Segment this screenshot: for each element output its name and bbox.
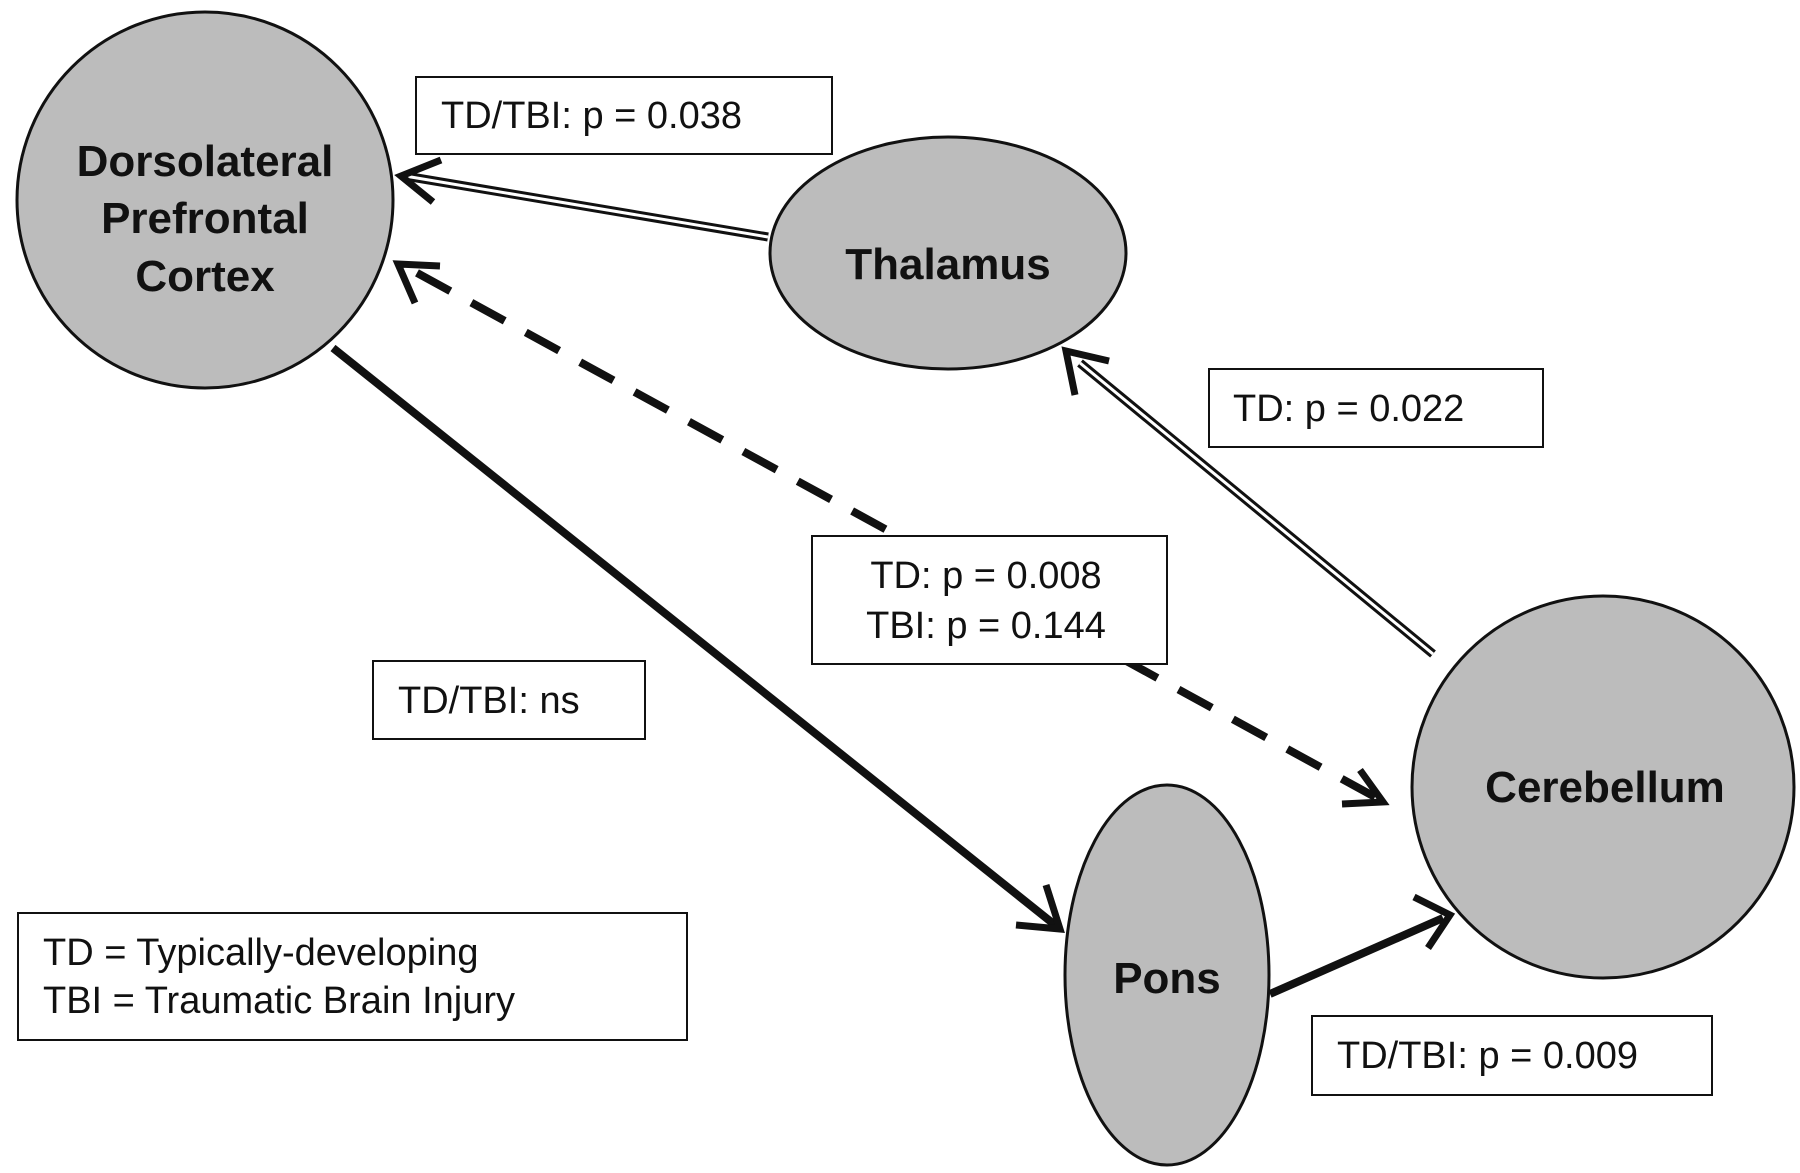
legend-frame xyxy=(17,912,688,1041)
pons-ellipse xyxy=(1063,783,1271,1167)
arrowhead xyxy=(1015,883,1065,933)
edge-label-line-1: TD: p = 0.008 xyxy=(870,555,1101,597)
edge-label: TD/TBI: p = 0.009 xyxy=(1337,1035,1638,1077)
arrowhead xyxy=(394,156,443,205)
edge-dlpfc-to-pons xyxy=(330,344,1065,933)
arrowhead-cerebellum xyxy=(1341,767,1390,808)
label-box-cerebellum-thalamus: TD: p = 0.022 xyxy=(1208,368,1544,448)
edge-cerebellum-to-thalamus xyxy=(1061,346,1436,658)
box-frame xyxy=(1311,1015,1713,1096)
box-frame xyxy=(811,535,1168,665)
label-box-pons-cerebellum: TD/TBI: p = 0.009 xyxy=(1311,1015,1713,1096)
thalamus-label: Thalamus xyxy=(845,240,1050,289)
box-frame xyxy=(1208,368,1544,448)
edge-label-line-2: TBI: p = 0.144 xyxy=(866,605,1106,647)
node-thalamus: Thalamus xyxy=(768,135,1128,371)
edge-pons-to-cerebellum xyxy=(1268,893,1456,998)
label-box-dlpfc-pons: TD/TBI: ns xyxy=(372,660,646,740)
edge-label: TD: p = 0.022 xyxy=(1233,388,1464,430)
edge-thalamus-to-dlpfc xyxy=(394,156,769,242)
legend-line-td: TD = Typically-developing xyxy=(43,932,478,974)
label-box-thalamus-dlpfc: TD/TBI: p = 0.038 xyxy=(415,76,833,155)
arrowhead xyxy=(1061,346,1110,396)
box-frame xyxy=(372,660,646,740)
pons-label: Pons xyxy=(1113,954,1221,1003)
label-box-cerebellum-dlpfc: TD: p = 0.008 TBI: p = 0.144 xyxy=(811,535,1168,665)
legend-line-tbi: TBI = Traumatic Brain Injury xyxy=(43,980,515,1022)
thalamus-ellipse xyxy=(768,135,1128,371)
dlpfc-label-line-2: Prefrontal xyxy=(101,194,309,243)
edge-label: TD/TBI: p = 0.038 xyxy=(441,95,742,137)
node-pons: Pons xyxy=(1063,783,1271,1167)
box-frame xyxy=(415,76,833,155)
arrowhead xyxy=(1412,893,1456,950)
legend-box: TD = Typically-developing TBI = Traumati… xyxy=(17,912,688,1041)
node-cerebellum: Cerebellum xyxy=(1410,594,1796,980)
edge-label: TD/TBI: ns xyxy=(398,680,580,722)
edge-cerebellum-dlpfc xyxy=(392,260,1390,808)
dlpfc-label-line-3: Cortex xyxy=(135,252,275,301)
dlpfc-label-line-1: Dorsolateral xyxy=(77,137,334,186)
dlpfc-circle xyxy=(15,10,395,390)
arrowhead-dlpfc xyxy=(392,260,441,305)
cerebellum-circle xyxy=(1410,594,1796,980)
cerebellum-label: Cerebellum xyxy=(1485,763,1725,812)
node-dlpfc: Dorsolateral Prefrontal Cortex xyxy=(15,10,395,390)
